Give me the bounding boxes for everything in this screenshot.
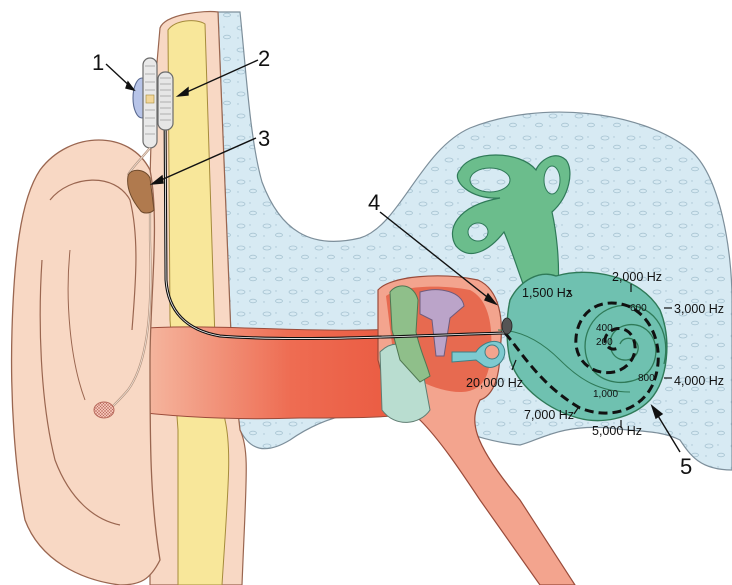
callout-4: 4 <box>368 190 380 215</box>
freq-label-1500: 1,500 Hz <box>522 286 572 300</box>
callout-3: 3 <box>258 126 270 151</box>
freq-label-400: 400 <box>596 323 613 334</box>
stapes-footplate <box>485 345 499 359</box>
receiver-stimulator <box>158 72 173 130</box>
freq-label-3000: 3,000 Hz <box>674 302 724 316</box>
round-window <box>502 318 512 334</box>
freq-label-1000: 1,000 <box>593 389 618 400</box>
freq-label-4000: 4,000 Hz <box>674 374 724 388</box>
freq-label-2000: 2,000 Hz <box>612 270 662 284</box>
freq-label-600: 600 <box>630 303 647 314</box>
callout-2: 2 <box>258 46 270 71</box>
freq-label-200: 200 <box>596 337 613 348</box>
freq-label-5000: 5,000 Hz <box>592 424 642 438</box>
microphone-icon <box>94 402 114 418</box>
freq-label-800: 800 <box>638 373 655 384</box>
callout-5: 5 <box>680 454 692 479</box>
freq-label-20000: 20,000 Hz <box>466 376 523 390</box>
callout-1: 1 <box>92 50 104 75</box>
freq-label-7000: 7,000 Hz <box>524 408 574 422</box>
